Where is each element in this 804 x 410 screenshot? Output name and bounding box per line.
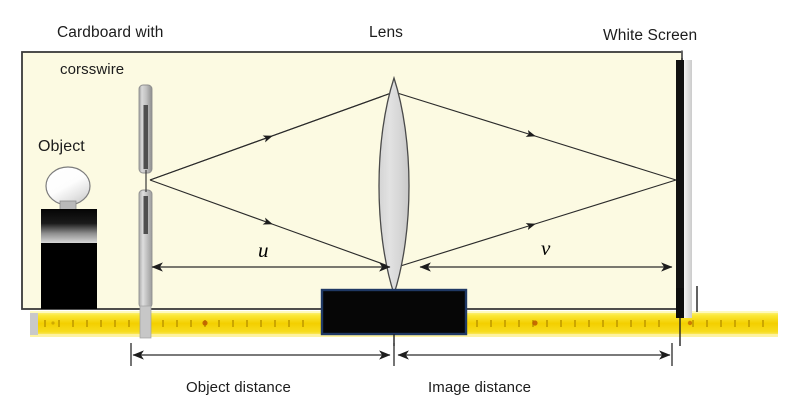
lens-mount [320, 288, 468, 346]
lens-mount-block [320, 288, 468, 336]
label-u: u [258, 238, 269, 262]
screen-holder [676, 288, 684, 318]
crosswire-foot [139, 305, 152, 339]
tape-bottom-highlight [30, 334, 778, 337]
label-object-distance: Object distance [186, 379, 291, 396]
stand-upper [41, 209, 97, 243]
distance-dimensions [130, 343, 673, 366]
label-object: Object [38, 138, 85, 155]
stand-lower [41, 243, 97, 309]
white-screen [676, 60, 698, 346]
light-rays [149, 91, 677, 269]
tape-ticks-right [476, 320, 764, 327]
label-v: v [541, 236, 551, 260]
object-lamp [41, 166, 97, 309]
diagram-panel [21, 51, 683, 310]
bulb-glass [45, 166, 91, 206]
ray-lower-incident [149, 179, 395, 269]
tape-end-clip [30, 313, 38, 335]
bulb-base [59, 200, 77, 211]
ray-lower-refracted [393, 179, 677, 269]
label-image-distance: Image distance [428, 379, 532, 396]
panel-background [21, 51, 683, 310]
ray-upper-incident-arrow [149, 91, 395, 181]
ray-upper-refracted [393, 91, 677, 181]
screen-white-face [684, 60, 692, 318]
label-cardboard-line2: corsswire [60, 61, 125, 78]
screen-dark-edge [676, 60, 684, 318]
tape-ticks-left [44, 320, 304, 327]
crosswire-slot-lower [143, 196, 148, 234]
crosswire-slot-upper [143, 105, 148, 169]
label-lens: Lens [369, 24, 404, 41]
cardboard-crosswire [138, 84, 153, 339]
label-white-screen: White Screen [603, 27, 698, 44]
label-cardboard-line1: Cardboard with [57, 24, 164, 41]
